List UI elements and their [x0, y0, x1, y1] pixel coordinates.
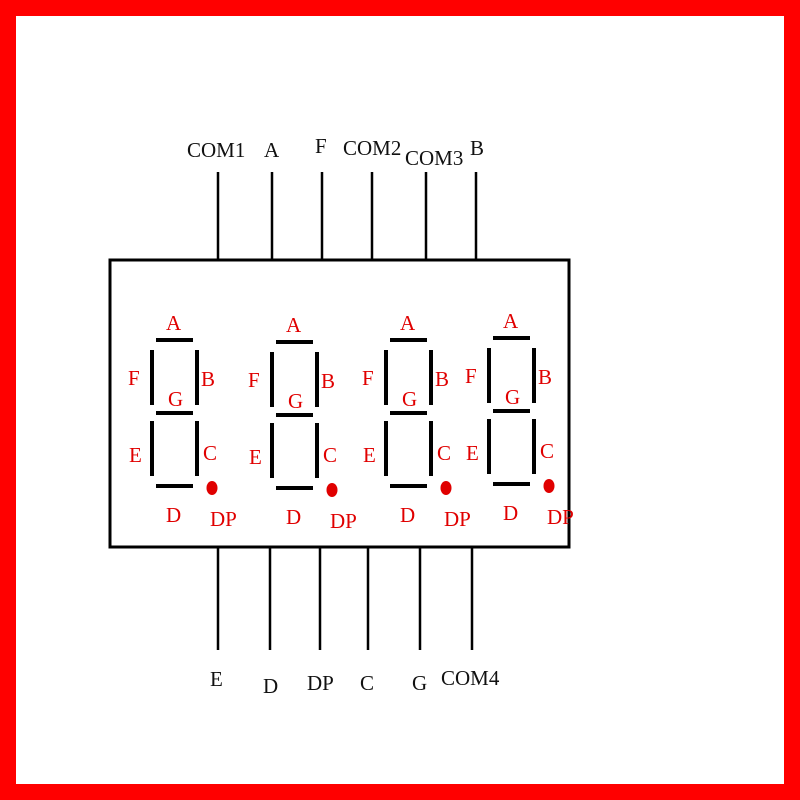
digit-1-label-a: A — [166, 311, 182, 335]
digit-2-label-a: A — [286, 313, 302, 337]
digit-3-label-f: F — [362, 366, 374, 390]
digit-1-label-d: D — [166, 503, 181, 527]
bottom-pin-label-d: D — [263, 674, 278, 698]
digit-1-label-c: C — [203, 441, 217, 465]
top-pin-label-b: B — [470, 136, 484, 160]
bottom-pin-label-com4: COM4 — [441, 666, 500, 690]
display-body — [108, 258, 571, 549]
digit-2-label-d: D — [286, 505, 301, 529]
bottom-pin-label-e: E — [210, 667, 223, 691]
digit-4-label-e: E — [466, 441, 479, 465]
bottom-pin-label-g: G — [412, 671, 427, 695]
digit-2-label-c: C — [323, 443, 337, 467]
digit-4-label-d: D — [503, 501, 518, 525]
top-pin-label-a: A — [264, 138, 280, 162]
digit-4-label-g: G — [505, 385, 520, 409]
digit-2-label-f: F — [248, 368, 260, 392]
digit-3-decimal-point — [440, 481, 452, 495]
digit-1-label-f: F — [128, 366, 140, 390]
digit-4-decimal-point — [543, 479, 555, 493]
digit-1-label-g: G — [168, 387, 183, 411]
digit-2: A F BG E C D DP — [248, 313, 357, 533]
digit-3-label-d: D — [400, 503, 415, 527]
bottom-pin-label-c: C — [360, 671, 374, 695]
digit-4-label-a: A — [503, 309, 519, 333]
digit-3-label-c: C — [437, 441, 451, 465]
digit-1-decimal-point — [206, 481, 218, 495]
digit-4-label-c: C — [540, 439, 554, 463]
digit-2-label-g: G — [288, 389, 303, 413]
digit-1-label-dp: DP — [210, 507, 237, 531]
digit-1-label-b: B — [201, 367, 215, 391]
digit-3-label-a: A — [400, 311, 416, 335]
digit-4-label-dp: DP — [547, 505, 574, 529]
digit-3-label-dp: DP — [444, 507, 471, 531]
digit-4-label-f: F — [465, 364, 477, 388]
digit-3-label-g: G — [402, 387, 417, 411]
digit-4-label-b: B — [538, 365, 552, 389]
bottom-pin-label-dp: DP — [307, 671, 334, 695]
digit-1-label-e: E — [129, 443, 142, 467]
top-pin-label-com2: COM2 — [343, 136, 401, 160]
digit-2-label-e: E — [249, 445, 262, 469]
digit-2-label-dp: DP — [330, 509, 357, 533]
top-pin-label-com1: COM1 — [187, 138, 245, 162]
digit-2-label-b: B — [321, 369, 335, 393]
digit-3-label-b: B — [435, 367, 449, 391]
top-pin-label-com3: COM3 — [405, 146, 463, 170]
digit-2-decimal-point — [326, 483, 338, 497]
digit-3: A F BG E C D DP — [362, 311, 471, 531]
digit-4: A F BG E C D DP — [465, 309, 574, 529]
top-pins: COM1 A F COM2 COM3 B — [187, 134, 484, 260]
bottom-pins: E D DP C G COM4 — [210, 547, 500, 698]
digit-1: A F BG E C D DP — [128, 311, 237, 531]
digit-3-label-e: E — [363, 443, 376, 467]
top-pin-label-f: F — [315, 134, 327, 158]
